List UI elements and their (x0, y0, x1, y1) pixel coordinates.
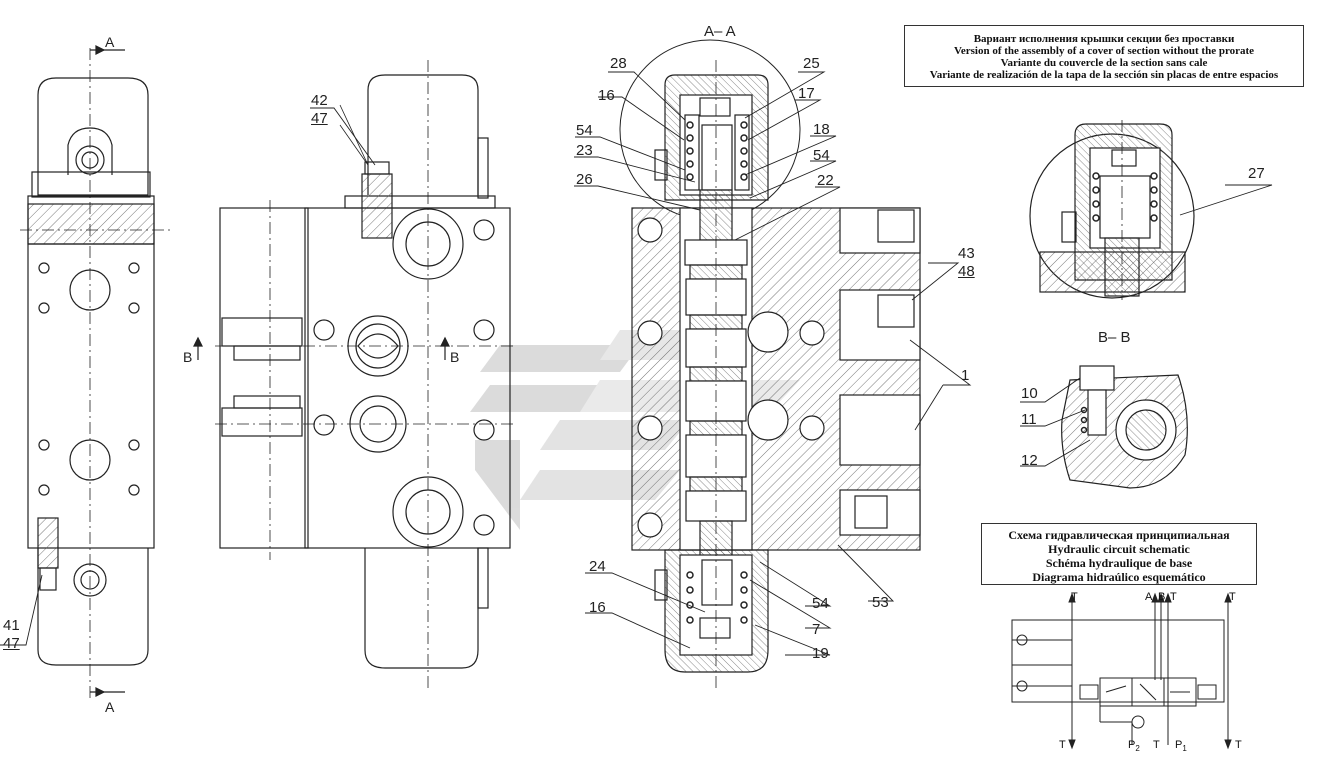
detail-cover-view (1029, 120, 1195, 300)
schematic-title-box: Схема гидравлическая принципиальная Hydr… (981, 523, 1257, 585)
callout-17: 17 (798, 85, 815, 102)
variant-note-en: Version of the assembly of a cover of se… (953, 45, 1255, 57)
port-p2-subscript: 2 (1135, 744, 1140, 754)
section-b-b-view (1061, 365, 1188, 489)
section-a-a-view (619, 39, 921, 690)
port-p1: P1 (1175, 739, 1187, 754)
port-p2: P2 (1128, 739, 1140, 754)
front-view (193, 60, 515, 690)
variant-note-ru: Вариант исполнения крышки секции без про… (973, 33, 1235, 45)
callout-27: 27 (1248, 165, 1265, 182)
section-b-b-title: B– B (1098, 329, 1131, 346)
callout-26: 26 (576, 171, 593, 188)
port-t-bottom-left: T (1059, 739, 1066, 751)
callout-28: 28 (610, 55, 627, 72)
section-a-top-label: A (105, 34, 115, 50)
callout-43: 43 (958, 245, 975, 262)
side-view (20, 45, 170, 700)
port-t-bottom-mid: T (1153, 739, 1160, 751)
callout-24: 24 (589, 558, 606, 575)
callout-42: 42 (311, 92, 328, 109)
port-t-top-mid: T (1170, 591, 1177, 603)
port-t-top-right: T (1229, 591, 1236, 603)
callout-54-a: 54 (576, 122, 593, 139)
callout-47-bottom: 47 (3, 635, 20, 652)
callout-16-bottom: 16 (589, 599, 606, 616)
hydraulic-schematic-drawing (1011, 592, 1232, 750)
port-t-bottom-right: T (1235, 739, 1242, 751)
port-b: B (1158, 591, 1166, 603)
callout-1: 1 (961, 367, 970, 384)
callout-53: 53 (872, 594, 889, 611)
callout-54-b: 54 (813, 147, 830, 164)
schematic-title-en: Hydraulic circuit schematic (1048, 542, 1190, 556)
callout-16-top: 16 (598, 87, 615, 104)
schematic-title-ru: Схема гидравлическая принципиальная (1008, 528, 1230, 542)
section-b-right-label: B (450, 349, 459, 365)
callout-7: 7 (812, 621, 821, 638)
callout-48: 48 (958, 263, 975, 280)
variant-note-fr: Variante du couvercle de la section sans… (1000, 57, 1208, 69)
callout-41: 41 (3, 617, 20, 634)
callout-47-top: 47 (311, 110, 328, 127)
callout-12: 12 (1021, 452, 1038, 469)
port-p1-subscript: 1 (1182, 744, 1187, 754)
callout-18: 18 (813, 121, 830, 138)
callout-25: 25 (803, 55, 820, 72)
port-a: A (1145, 591, 1153, 603)
section-a-a-title: A– A (704, 23, 736, 40)
callout-19: 19 (812, 645, 829, 662)
callout-10: 10 (1021, 385, 1038, 402)
callout-22: 22 (817, 172, 834, 189)
callout-11: 11 (1021, 411, 1037, 428)
callout-54-c: 54 (812, 595, 829, 612)
section-b-left-label: B (183, 349, 192, 365)
section-a-bottom-label: A (105, 699, 115, 715)
variant-note-es: Variante de realización de la tapa de la… (929, 69, 1279, 81)
callout-23: 23 (576, 142, 593, 159)
variant-note-box: Вариант исполнения крышки секции без про… (904, 25, 1304, 87)
schematic-title-fr: Schéma hydraulique de base (1045, 556, 1193, 570)
schematic-title-es: Diagrama hidraúlico esquemático (1032, 570, 1206, 584)
port-t-top-left: T (1071, 591, 1078, 603)
leader-lines (0, 71, 1273, 656)
